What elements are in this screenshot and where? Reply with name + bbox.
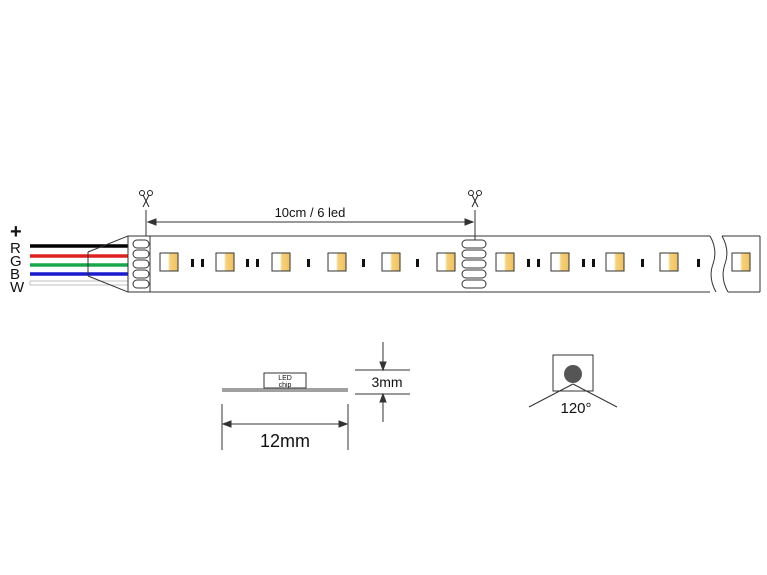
pcb-cross-section [222, 388, 348, 392]
led-5 [381, 252, 401, 272]
led-2 [215, 252, 235, 272]
led-3 [271, 252, 291, 272]
led-9 [605, 252, 625, 272]
thickness-label: 3mm [371, 374, 402, 390]
led-1 [159, 252, 179, 272]
leds [159, 252, 751, 272]
scissors-icon [468, 190, 482, 208]
led-6 [436, 252, 456, 272]
wire-white [29, 280, 129, 286]
cut-lines [145, 210, 476, 240]
led-7 [495, 252, 515, 272]
cross-section [222, 372, 348, 392]
wire-label-g: G [10, 253, 22, 270]
segment-dimension [146, 218, 475, 226]
resistors [191, 259, 700, 267]
led-chip-label-line1: LED [278, 375, 292, 382]
led-chip-cross-section [263, 372, 307, 389]
led-10 [659, 252, 679, 272]
led-chip-label-line2: chip [279, 382, 292, 389]
width-dimension [221, 404, 349, 450]
led-11 [731, 252, 751, 272]
wire-label-b: B [10, 266, 20, 283]
led-lens-icon [564, 365, 582, 383]
connector-housing [87, 235, 151, 293]
wire-label-r: R [10, 240, 21, 257]
wire-label-plus: + [10, 221, 22, 243]
cut-point-pads [461, 239, 487, 289]
thickness-dimension [355, 342, 410, 422]
start-solder-pads [132, 239, 150, 289]
wires [29, 244, 129, 286]
led-8 [550, 252, 570, 272]
beam-angle-diagram [528, 354, 618, 408]
wire-label-w: W [10, 279, 25, 296]
width-label: 12mm [260, 431, 310, 451]
scissors-icon [139, 190, 153, 208]
strip-body [150, 235, 761, 293]
wire-labels: + R G B W [10, 221, 25, 296]
led-4 [327, 252, 347, 272]
beam-angle-label: 120° [560, 400, 591, 417]
segment-length-label: 10cm / 6 led [275, 205, 346, 220]
